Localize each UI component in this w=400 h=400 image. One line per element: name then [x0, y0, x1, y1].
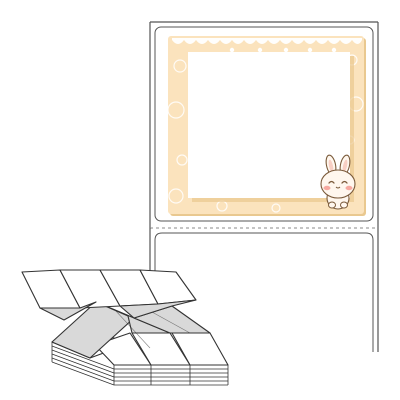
- bunting-dot: [307, 47, 313, 53]
- label-backing-bottom: [154, 232, 374, 352]
- rabbit-eye-left: [328, 180, 335, 184]
- rabbit-mouth: [335, 186, 341, 189]
- bubble: [168, 188, 184, 204]
- cute-frame-label: [168, 36, 366, 216]
- rabbit-head: [320, 169, 356, 199]
- rabbit-paw-right: [340, 201, 348, 209]
- bunting-dot: [283, 47, 289, 53]
- fold-connector-face: [119, 299, 197, 319]
- bubble: [173, 59, 187, 73]
- bunting-dot: [257, 47, 263, 53]
- fold-connector: [39, 299, 197, 321]
- inner-frame: [188, 52, 350, 198]
- fold-crease: [114, 309, 151, 349]
- scallop-bunting: [172, 38, 362, 53]
- bunting-dots: [229, 47, 337, 53]
- bunting-dot: [229, 47, 235, 53]
- label-cell-top: [149, 21, 379, 228]
- bunting-dot: [331, 47, 337, 53]
- stack-top-row: [21, 269, 197, 309]
- rabbit-illustration: [320, 154, 356, 210]
- bubble: [176, 154, 188, 166]
- bubble: [168, 101, 185, 119]
- fold-crease: [151, 311, 191, 334]
- rabbit-ear-inner-right: [342, 159, 348, 173]
- rabbit-paw-left: [328, 201, 336, 209]
- rabbit-cheek-right: [345, 185, 353, 191]
- fold-connector-face: [39, 301, 97, 321]
- scallop-row: [172, 38, 362, 44]
- rabbit-eye-right: [341, 180, 348, 184]
- rabbit-ear-inner-left: [328, 159, 334, 173]
- rabbit-cheek-left: [323, 185, 331, 191]
- fanfold-label-stack: [21, 269, 229, 386]
- stack-edges: [51, 342, 229, 386]
- bubble: [271, 203, 281, 213]
- fold-panel-face: [95, 301, 171, 334]
